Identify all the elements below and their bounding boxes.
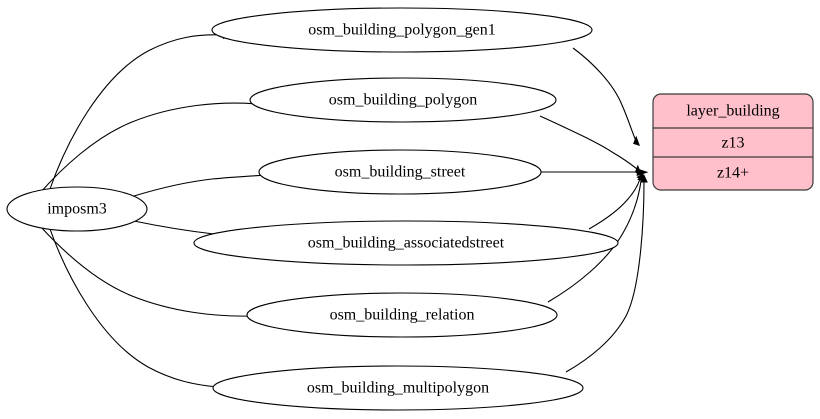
edge-path xyxy=(547,180,642,303)
edge-path xyxy=(565,181,645,373)
node-label: osm_building_polygon_gen1 xyxy=(308,22,496,39)
arrowhead-icon xyxy=(633,135,640,146)
node-shape[interactable] xyxy=(211,7,593,53)
record-row-zoom-z14plus: z14+ xyxy=(717,165,749,182)
node-shape[interactable] xyxy=(212,365,584,411)
record-row-zoom-z13: z13 xyxy=(721,135,744,152)
node-shape[interactable] xyxy=(6,186,148,232)
edge-multipolygon-to-z14plus xyxy=(565,174,648,373)
node-imposm3[interactable]: imposm3 xyxy=(6,186,148,232)
edge-path xyxy=(39,102,259,194)
node-osm-building-associatedstreet[interactable]: osm_building_associatedstreet xyxy=(193,220,619,266)
node-osm-building-polygon[interactable]: osm_building_polygon xyxy=(249,77,557,123)
node-osm-building-polygon-gen1[interactable]: osm_building_polygon_gen1 xyxy=(211,7,593,53)
node-osm-building-multipolygon[interactable]: osm_building_multipolygon xyxy=(212,365,584,411)
node-label: osm_building_multipolygon xyxy=(307,380,489,397)
node-layer-building[interactable]: layer_building z13 z14+ xyxy=(652,93,814,191)
record-background[interactable] xyxy=(652,93,814,191)
node-shape[interactable] xyxy=(246,292,558,338)
edge-path xyxy=(39,225,253,317)
node-label: osm_building_street xyxy=(335,164,466,181)
node-label: osm_building_polygon xyxy=(329,92,477,109)
edge-path xyxy=(588,178,641,230)
edge-polygon-gen1-to-z13 xyxy=(572,47,640,146)
edge-path xyxy=(572,47,637,142)
node-label: osm_building_associatedstreet xyxy=(308,235,505,252)
record-row-layer-name: layer_building xyxy=(686,103,779,120)
edge-path xyxy=(539,115,638,170)
node-shape[interactable] xyxy=(193,220,619,266)
node-osm-building-relation[interactable]: osm_building_relation xyxy=(246,292,558,338)
edge-path xyxy=(49,34,224,190)
node-shape[interactable] xyxy=(258,149,542,195)
node-osm-building-street[interactable]: osm_building_street xyxy=(258,149,542,195)
arrowhead-icon xyxy=(640,174,648,183)
edge-group-tables-to-layer xyxy=(539,47,649,373)
edge-path xyxy=(133,174,269,197)
node-label: osm_building_relation xyxy=(330,307,475,324)
edge-path xyxy=(49,228,219,388)
node-label: imposm3 xyxy=(47,201,107,218)
node-shape[interactable] xyxy=(249,77,557,123)
